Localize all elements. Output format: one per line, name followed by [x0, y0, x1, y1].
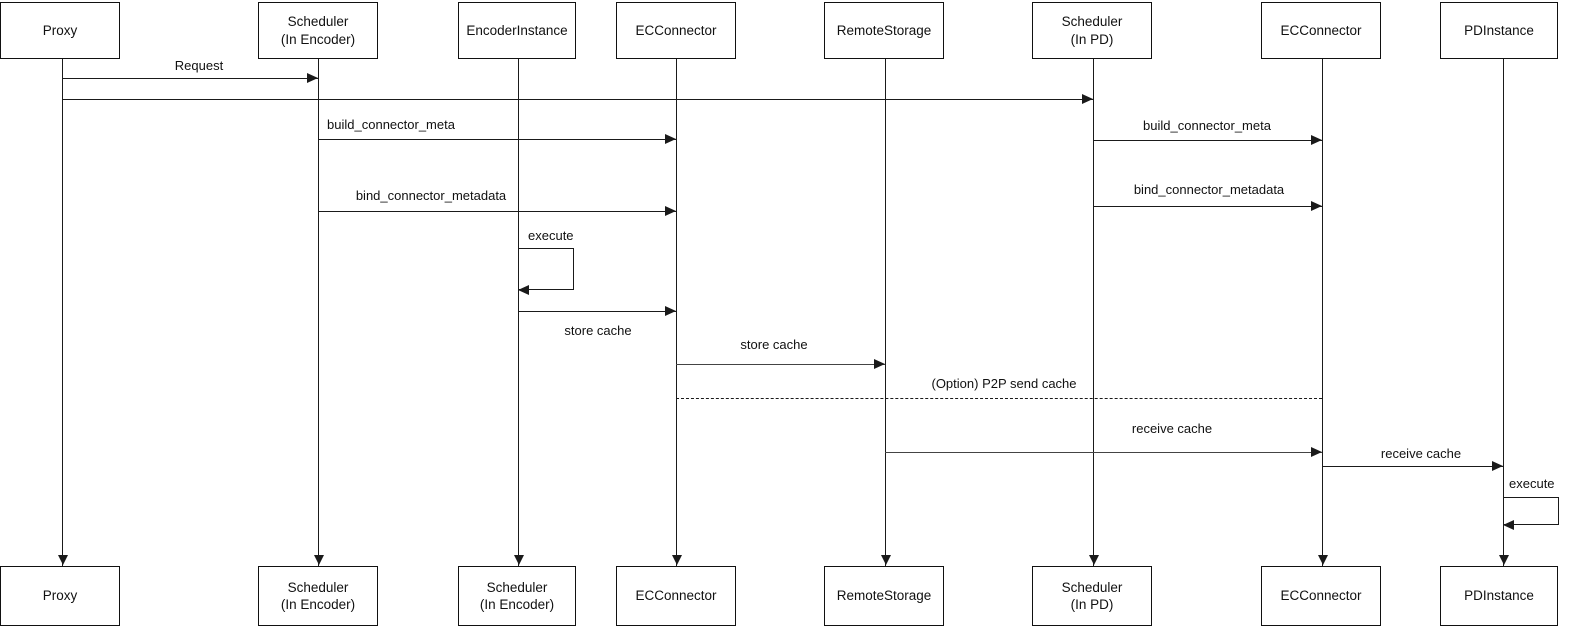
lifeline-ecconn_r — [1322, 59, 1323, 566]
participant-box-bottom-remote_b[interactable]: RemoteStorage — [824, 566, 944, 626]
message-line-m8 — [518, 311, 676, 312]
message-label-m3: build_connector_meta — [327, 117, 455, 132]
message-label-m8: store cache — [564, 323, 632, 338]
participant-box-top-encoder_inst[interactable]: EncoderInstance — [458, 2, 576, 59]
message-arrowhead-m6 — [1311, 201, 1322, 211]
participant-name: ECConnector — [1280, 22, 1362, 38]
participant-box-bottom-ecconn_r_b[interactable]: ECConnector — [1261, 566, 1381, 626]
self-message-loop-m13 — [1503, 497, 1559, 525]
participant-name: ECConnector — [1280, 588, 1362, 604]
message-arrowhead-m2 — [1082, 94, 1093, 104]
message-line-m9 — [676, 364, 885, 365]
message-label-m13: execute — [1509, 476, 1555, 491]
participant-box-top-pd_inst[interactable]: PDInstance — [1440, 2, 1558, 59]
message-arrowhead-m13 — [1503, 519, 1514, 530]
participant-name: Scheduler — [287, 579, 349, 595]
message-label-m7: execute — [528, 228, 574, 243]
participant-box-top-proxy[interactable]: Proxy — [0, 2, 120, 59]
self-message-loop-m7 — [518, 248, 574, 290]
participant-subtitle: (In PD) — [1070, 31, 1114, 47]
message-arrowhead-m12 — [1492, 461, 1503, 471]
lifeline-sched_enc — [318, 59, 319, 566]
participant-name: EncoderInstance — [466, 22, 568, 38]
message-label-m12: receive cache — [1380, 446, 1462, 461]
message-line-m6 — [1093, 206, 1322, 207]
participant-name: Scheduler — [1061, 579, 1123, 595]
participant-name: ECConnector — [635, 22, 717, 38]
message-line-m2 — [62, 99, 1093, 100]
participant-subtitle: (In PD) — [1070, 597, 1114, 612]
participant-box-top-ecconn_r[interactable]: ECConnector — [1261, 2, 1381, 59]
participant-box-bottom-sched_enc_b[interactable]: Scheduler (In Encoder) — [258, 566, 378, 626]
participant-name: PDInstance — [1464, 588, 1534, 604]
message-label-m11: receive cache — [1131, 421, 1213, 436]
message-label-m9: store cache — [740, 337, 808, 352]
participant-box-top-remote[interactable]: RemoteStorage — [824, 2, 944, 59]
message-line-m3 — [318, 139, 676, 140]
message-arrowhead-m5 — [665, 206, 676, 216]
lifeline-remote — [885, 59, 886, 566]
participant-name: Proxy — [42, 22, 78, 38]
message-line-m4 — [1093, 140, 1322, 141]
message-line-m5 — [318, 211, 676, 212]
participant-name: Scheduler — [486, 579, 548, 595]
participant-box-bottom-pd_inst_b[interactable]: PDInstance — [1440, 566, 1558, 626]
message-arrowhead-m7 — [518, 284, 529, 295]
lifeline-end-arrow-sched_pd — [1088, 555, 1099, 565]
message-label-m1: Request — [174, 58, 224, 73]
lifeline-end-arrow-encoder_inst — [513, 555, 524, 565]
participant-box-bottom-sched_pd_b[interactable]: Scheduler (In PD) — [1032, 566, 1152, 626]
message-line-m10 — [676, 398, 1322, 399]
participant-subtitle: (In Encoder) — [479, 597, 555, 612]
lifeline-ecconn_l — [676, 59, 677, 566]
message-arrowhead-m8 — [665, 306, 676, 316]
participant-box-bottom-sched_enc_b2[interactable]: Scheduler (In Encoder) — [458, 566, 576, 626]
participant-box-top-sched_enc[interactable]: Scheduler(In Encoder) — [258, 2, 378, 59]
message-arrowhead-m9 — [874, 359, 885, 369]
participant-name: RemoteStorage — [836, 22, 932, 38]
participant-name: Proxy — [42, 588, 78, 604]
participant-box-bottom-proxy_b[interactable]: Proxy — [0, 566, 120, 626]
participant-box-top-sched_pd[interactable]: Scheduler(In PD) — [1032, 2, 1152, 59]
lifeline-proxy — [62, 59, 63, 566]
message-label-m5: bind_connector_metadata — [355, 188, 507, 203]
message-line-m1 — [62, 78, 318, 79]
message-label-m6: bind_connector_metadata — [1133, 182, 1285, 197]
lifeline-end-arrow-sched_enc — [313, 555, 324, 565]
participant-name: PDInstance — [1464, 22, 1534, 38]
message-arrowhead-m3 — [665, 134, 676, 144]
lifeline-end-arrow-pd_inst — [1498, 555, 1509, 565]
participant-subtitle: (In Encoder) — [280, 597, 356, 612]
message-label-m10: (Option) P2P send cache — [931, 376, 1077, 391]
lifeline-end-arrow-ecconn_r — [1317, 555, 1328, 565]
message-line-m12 — [1322, 466, 1503, 467]
lifeline-pd_inst — [1503, 59, 1504, 566]
participant-name: ECConnector — [635, 588, 717, 604]
lifeline-encoder_inst — [518, 59, 519, 566]
participant-box-bottom-ecconn_l_b[interactable]: ECConnector — [616, 566, 736, 626]
participant-name: Scheduler — [1061, 14, 1123, 30]
message-arrowhead-m11 — [1311, 447, 1322, 457]
participant-name: Scheduler — [287, 14, 349, 30]
message-line-m11 — [885, 452, 1322, 453]
participant-name: RemoteStorage — [836, 588, 932, 604]
message-label-m4: build_connector_meta — [1143, 118, 1271, 133]
lifeline-end-arrow-remote — [880, 555, 891, 565]
message-arrowhead-m1 — [307, 73, 318, 83]
lifeline-end-arrow-proxy — [57, 555, 68, 565]
lifeline-end-arrow-ecconn_l — [671, 555, 682, 565]
participant-box-top-ecconn_l[interactable]: ECConnector — [616, 2, 736, 59]
lifeline-sched_pd — [1093, 59, 1094, 566]
message-arrowhead-m4 — [1311, 135, 1322, 145]
participant-subtitle: (In Encoder) — [280, 31, 356, 47]
